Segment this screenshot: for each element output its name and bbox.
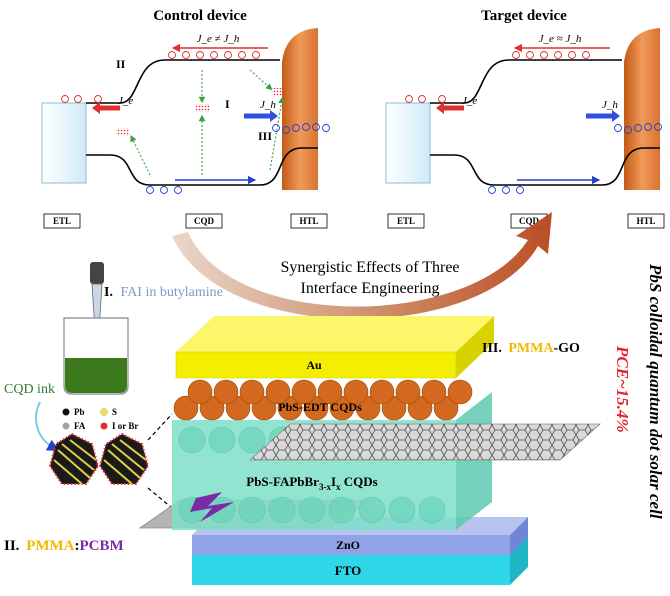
device-stack: [138, 316, 602, 585]
quantum-dot-right: [98, 432, 150, 485]
quantum-dot-left: [48, 432, 100, 485]
control-cqd-box: CQD: [194, 216, 215, 226]
halide-icon: [100, 422, 108, 430]
control-trap-state-left: [116, 128, 130, 136]
step-II-pmma: PMMA: [26, 538, 74, 554]
step-II-colon: :: [75, 538, 80, 554]
fto-label: FTO: [335, 563, 362, 578]
control-je-neq-jh: J_e ≠ J_h: [197, 33, 240, 45]
control-htl-box: HTL: [299, 216, 318, 226]
target-title: Target device: [481, 8, 567, 24]
synergy-arrow: [172, 212, 552, 320]
au-top: [176, 316, 494, 352]
target-je-label: J_e: [462, 95, 477, 107]
synergy-line-1: Synergistic Effects of Three: [280, 259, 459, 276]
step-I-text: FAI in butylamine: [120, 285, 222, 300]
cqd-side: [456, 392, 492, 530]
control-recombination-paths: [130, 69, 285, 176]
step-III-numeral: III.: [482, 341, 502, 356]
legend-fa: FA: [74, 421, 86, 431]
zoom-line-bottom: [147, 487, 173, 509]
target-electrons: [405, 51, 590, 103]
pbs-fa-end: CQDs: [341, 474, 378, 489]
step-I-numeral: I.: [104, 285, 113, 300]
control-etl-box: ETL: [53, 216, 71, 226]
control-holes: [146, 123, 330, 194]
control-electrons: [61, 51, 260, 103]
target-htl-box: HTL: [636, 216, 655, 226]
target-jh-arrow-head: [612, 110, 620, 122]
zno-label: ZnO: [336, 538, 360, 552]
step-III-pmma: PMMA: [508, 341, 554, 356]
pbs-fa-mid: I: [331, 474, 336, 489]
ink-to-qd-arrow: [35, 401, 60, 451]
step-I-label: I. FAI in butylamine: [104, 285, 223, 300]
s-icon: [100, 408, 108, 416]
target-layer-boxes: ETL CQD HTL: [387, 213, 665, 229]
cqd-ink-label: CQD ink: [4, 382, 55, 397]
target-band-diagram: Target device J_e ≈ J_h J_e J_h ETL CQD: [385, 8, 665, 229]
cqd-spheres: [178, 426, 446, 524]
control-label-II: II: [116, 57, 126, 71]
zno-layer: [192, 535, 510, 555]
control-valence-band: [86, 147, 318, 186]
ink-vial-icon: [63, 317, 129, 395]
target-etl-block: [385, 102, 431, 184]
pbs-fa-sub2: x: [336, 482, 341, 492]
pbs-fa-label: PbS-FAPbBr3-xIx CQDs: [246, 474, 377, 492]
control-layer-boxes: ETL CQD HTL: [43, 213, 328, 229]
pbs-edt-layer: [173, 379, 473, 421]
side-title: PbS colloidal quantum dot solar cell: [646, 263, 665, 519]
step-III-label: III. PMMA-GO: [482, 341, 580, 356]
zno-side: [510, 517, 528, 555]
legend-halide: I or Br: [112, 421, 138, 431]
control-label-I: I: [225, 97, 230, 111]
legend-s: S: [112, 407, 117, 417]
pbs-fa-sub1: 3-x: [319, 482, 331, 492]
step-II-pcbm: PCBM: [80, 538, 124, 554]
target-valence-band: [430, 147, 660, 186]
target-cqd-box: CQD: [519, 216, 540, 226]
step-II-numeral: II.: [4, 538, 20, 554]
control-jh-label: J_h: [260, 99, 276, 111]
control-conduction-band: [86, 59, 280, 104]
target-je-arrow-head: [436, 102, 444, 114]
zoom-line-top: [147, 413, 173, 441]
control-trap-state-right: [272, 88, 286, 96]
pbs-edt-label: PbS-EDT CQDs: [278, 400, 362, 414]
synergy-line-2: Interface Engineering: [300, 280, 439, 297]
pcbm-lightning-icon: [190, 492, 234, 522]
au-label: Au: [306, 358, 322, 372]
fto-side: [510, 537, 528, 585]
step-III-go: -GO: [553, 341, 580, 356]
pbs-fa-main: PbS-FAPbBr: [246, 474, 319, 489]
control-band-diagram: Control device J_e ≠ J_h J_e J_h: [41, 8, 330, 229]
go-hex-pattern: [250, 424, 600, 460]
pb-icon: [62, 408, 70, 416]
step-II-label: II. PMMA:PCBM: [4, 538, 124, 554]
target-holes: [488, 123, 662, 194]
target-jh-label: J_h: [602, 99, 618, 111]
legend-pb: Pb: [74, 407, 85, 417]
au-side: [456, 316, 494, 378]
control-jh-arrow-head: [270, 110, 278, 122]
target-etl-box: ETL: [397, 216, 415, 226]
control-trap-state-mid: [196, 104, 210, 112]
fto-layer: [192, 555, 510, 585]
control-label-III: III: [258, 129, 272, 143]
target-je-approx-jh: J_e ≈ J_h: [539, 33, 582, 45]
target-conduction-band: [430, 59, 622, 104]
fa-icon: [62, 422, 70, 430]
control-je-label: J_e: [118, 95, 133, 107]
control-htl-block: [282, 28, 318, 190]
atom-legend: Pb S FA I or Br: [62, 407, 138, 431]
control-je-arrow-head: [92, 102, 100, 114]
control-etl-block: [41, 102, 87, 184]
control-title: Control device: [153, 8, 247, 24]
target-htl-block: [624, 28, 660, 190]
pce-label: PCE~15.4%: [613, 345, 632, 433]
